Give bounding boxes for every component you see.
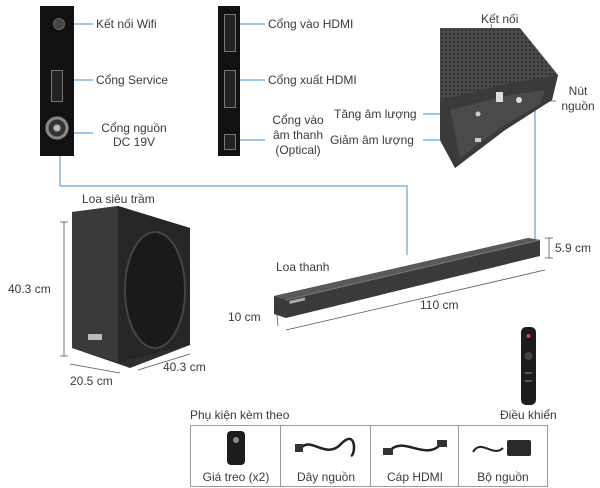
optical-label: Cổng vào âm thanh (Optical) — [272, 113, 324, 157]
subwoofer-depth: 40.3 cm — [163, 360, 206, 374]
subwoofer-title: Loa siêu trầm — [82, 192, 155, 206]
wifi-label: Kết nối Wifi — [96, 17, 157, 31]
hdmi-out-label: Cổng xuất HDMI — [268, 73, 357, 87]
soundbar-height: 5.9 cm — [555, 241, 592, 255]
subwoofer-width: 20.5 cm — [70, 374, 113, 388]
wifi-button-icon — [53, 18, 65, 30]
hdmi-out-port-icon — [224, 70, 236, 108]
wall-mount-icon — [227, 431, 245, 465]
volume-up-label: Tăng âm lượng — [334, 107, 417, 121]
accessory-power-adapter: Bộ nguồn — [458, 425, 548, 487]
hdmi-in-port-icon — [224, 14, 236, 52]
hdmi-cable-label: Cáp HDMI — [386, 470, 443, 484]
power-cord-label: Dây nguồn — [296, 470, 356, 484]
subwoofer-height: 40.3 cm — [8, 282, 51, 296]
accessories-title: Phụ kiện kèm theo — [190, 408, 290, 422]
soundbar-depth: 10 cm — [228, 310, 261, 324]
hdmi-cable-icon — [383, 440, 447, 455]
service-port-label: Cổng Service — [96, 73, 169, 87]
hdmi-in-label: Cổng vào HDMI — [268, 17, 354, 31]
power-adapter-icon — [472, 440, 531, 456]
power-adapter-label: Bộ nguồn — [477, 470, 529, 484]
accessory-power-cord: Dây nguồn — [280, 425, 372, 487]
power-button-label: Nút nguồn — [561, 84, 595, 113]
soundbar-title: Loa thanh — [276, 260, 330, 274]
accessory-hdmi-cable: Cáp HDMI — [370, 425, 460, 487]
dc-power-label: Cổng nguồn DC 19V — [101, 121, 167, 149]
optical-port-icon — [224, 134, 236, 150]
remote-label: Điều khiển — [500, 408, 557, 422]
power-cord-icon — [295, 437, 356, 458]
soundbar-rear-panel — [218, 6, 240, 156]
subwoofer-rear-panel — [40, 6, 74, 156]
accessory-wall-mount: Giá treo (x2) — [190, 425, 282, 487]
dc-power-port-icon — [45, 116, 69, 140]
volume-down-label: Giảm âm lượng — [330, 133, 414, 147]
service-port-icon — [51, 70, 63, 102]
soundbar-length: 110 cm — [420, 298, 459, 312]
connect-label: Kết nối — [481, 12, 519, 26]
wall-mount-label: Giá treo (x2) — [202, 470, 270, 484]
